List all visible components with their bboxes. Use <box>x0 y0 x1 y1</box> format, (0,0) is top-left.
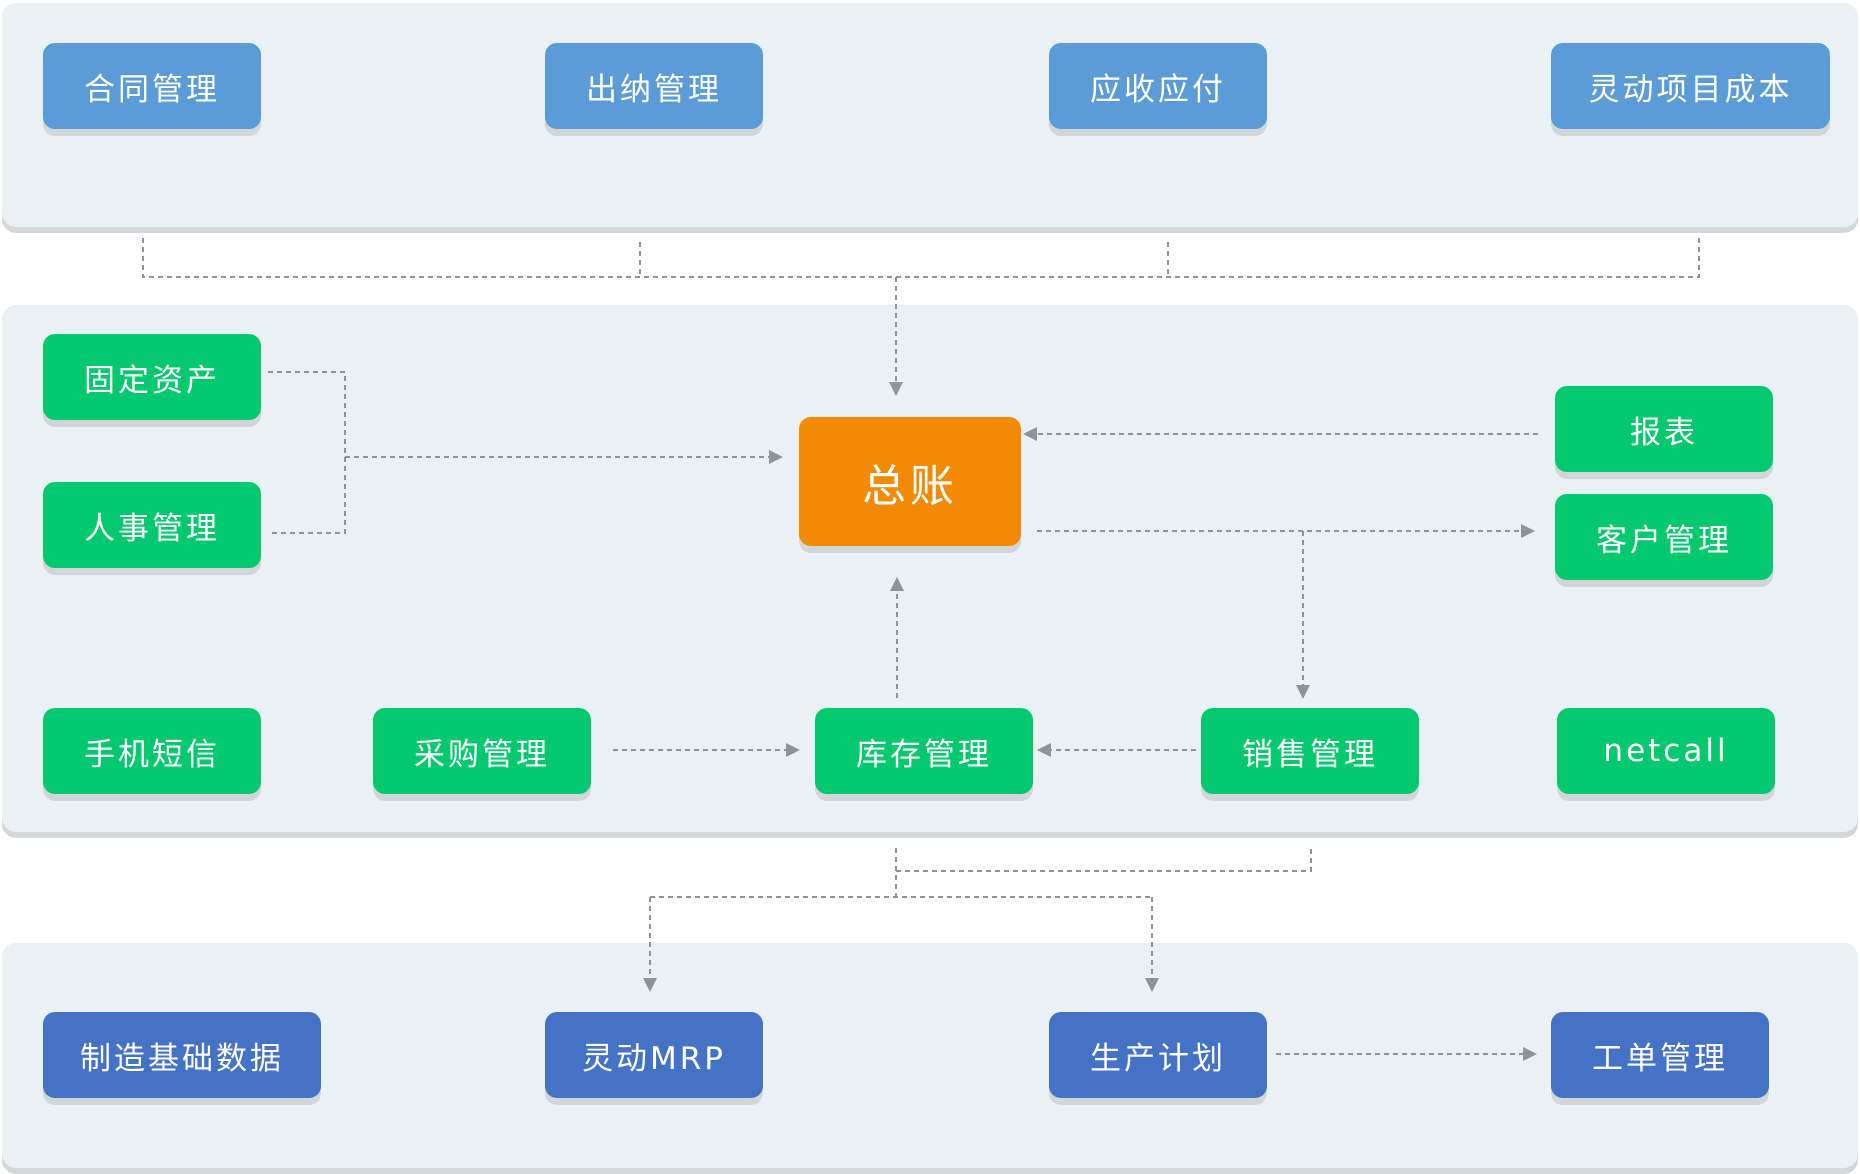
reports-box[interactable]: 报表 <box>1555 386 1773 472</box>
project-cost-box[interactable]: 灵动项目成本 <box>1551 43 1830 129</box>
mfg-base-data-box[interactable]: 制造基础数据 <box>43 1012 321 1098</box>
work-order-box[interactable]: 工单管理 <box>1551 1012 1769 1098</box>
cashier-management-box[interactable]: 出纳管理 <box>545 43 763 129</box>
sales-box[interactable]: 销售管理 <box>1201 708 1419 794</box>
crm-box[interactable]: 客户管理 <box>1555 494 1773 580</box>
netcall-box[interactable]: netcall <box>1557 708 1775 794</box>
inventory-box[interactable]: 库存管理 <box>815 708 1033 794</box>
general-ledger-box[interactable]: 总账 <box>799 417 1021 546</box>
purchasing-box[interactable]: 采购管理 <box>373 708 591 794</box>
receivable-payable-box[interactable]: 应收应付 <box>1049 43 1267 129</box>
hr-management-box[interactable]: 人事管理 <box>43 482 261 568</box>
top-panel <box>2 3 1858 227</box>
sms-box[interactable]: 手机短信 <box>43 708 261 794</box>
production-plan-box[interactable]: 生产计划 <box>1049 1012 1267 1098</box>
fixed-assets-box[interactable]: 固定资产 <box>43 334 261 420</box>
mrp-box[interactable]: 灵动MRP <box>545 1012 763 1098</box>
contract-management-box[interactable]: 合同管理 <box>43 43 261 129</box>
